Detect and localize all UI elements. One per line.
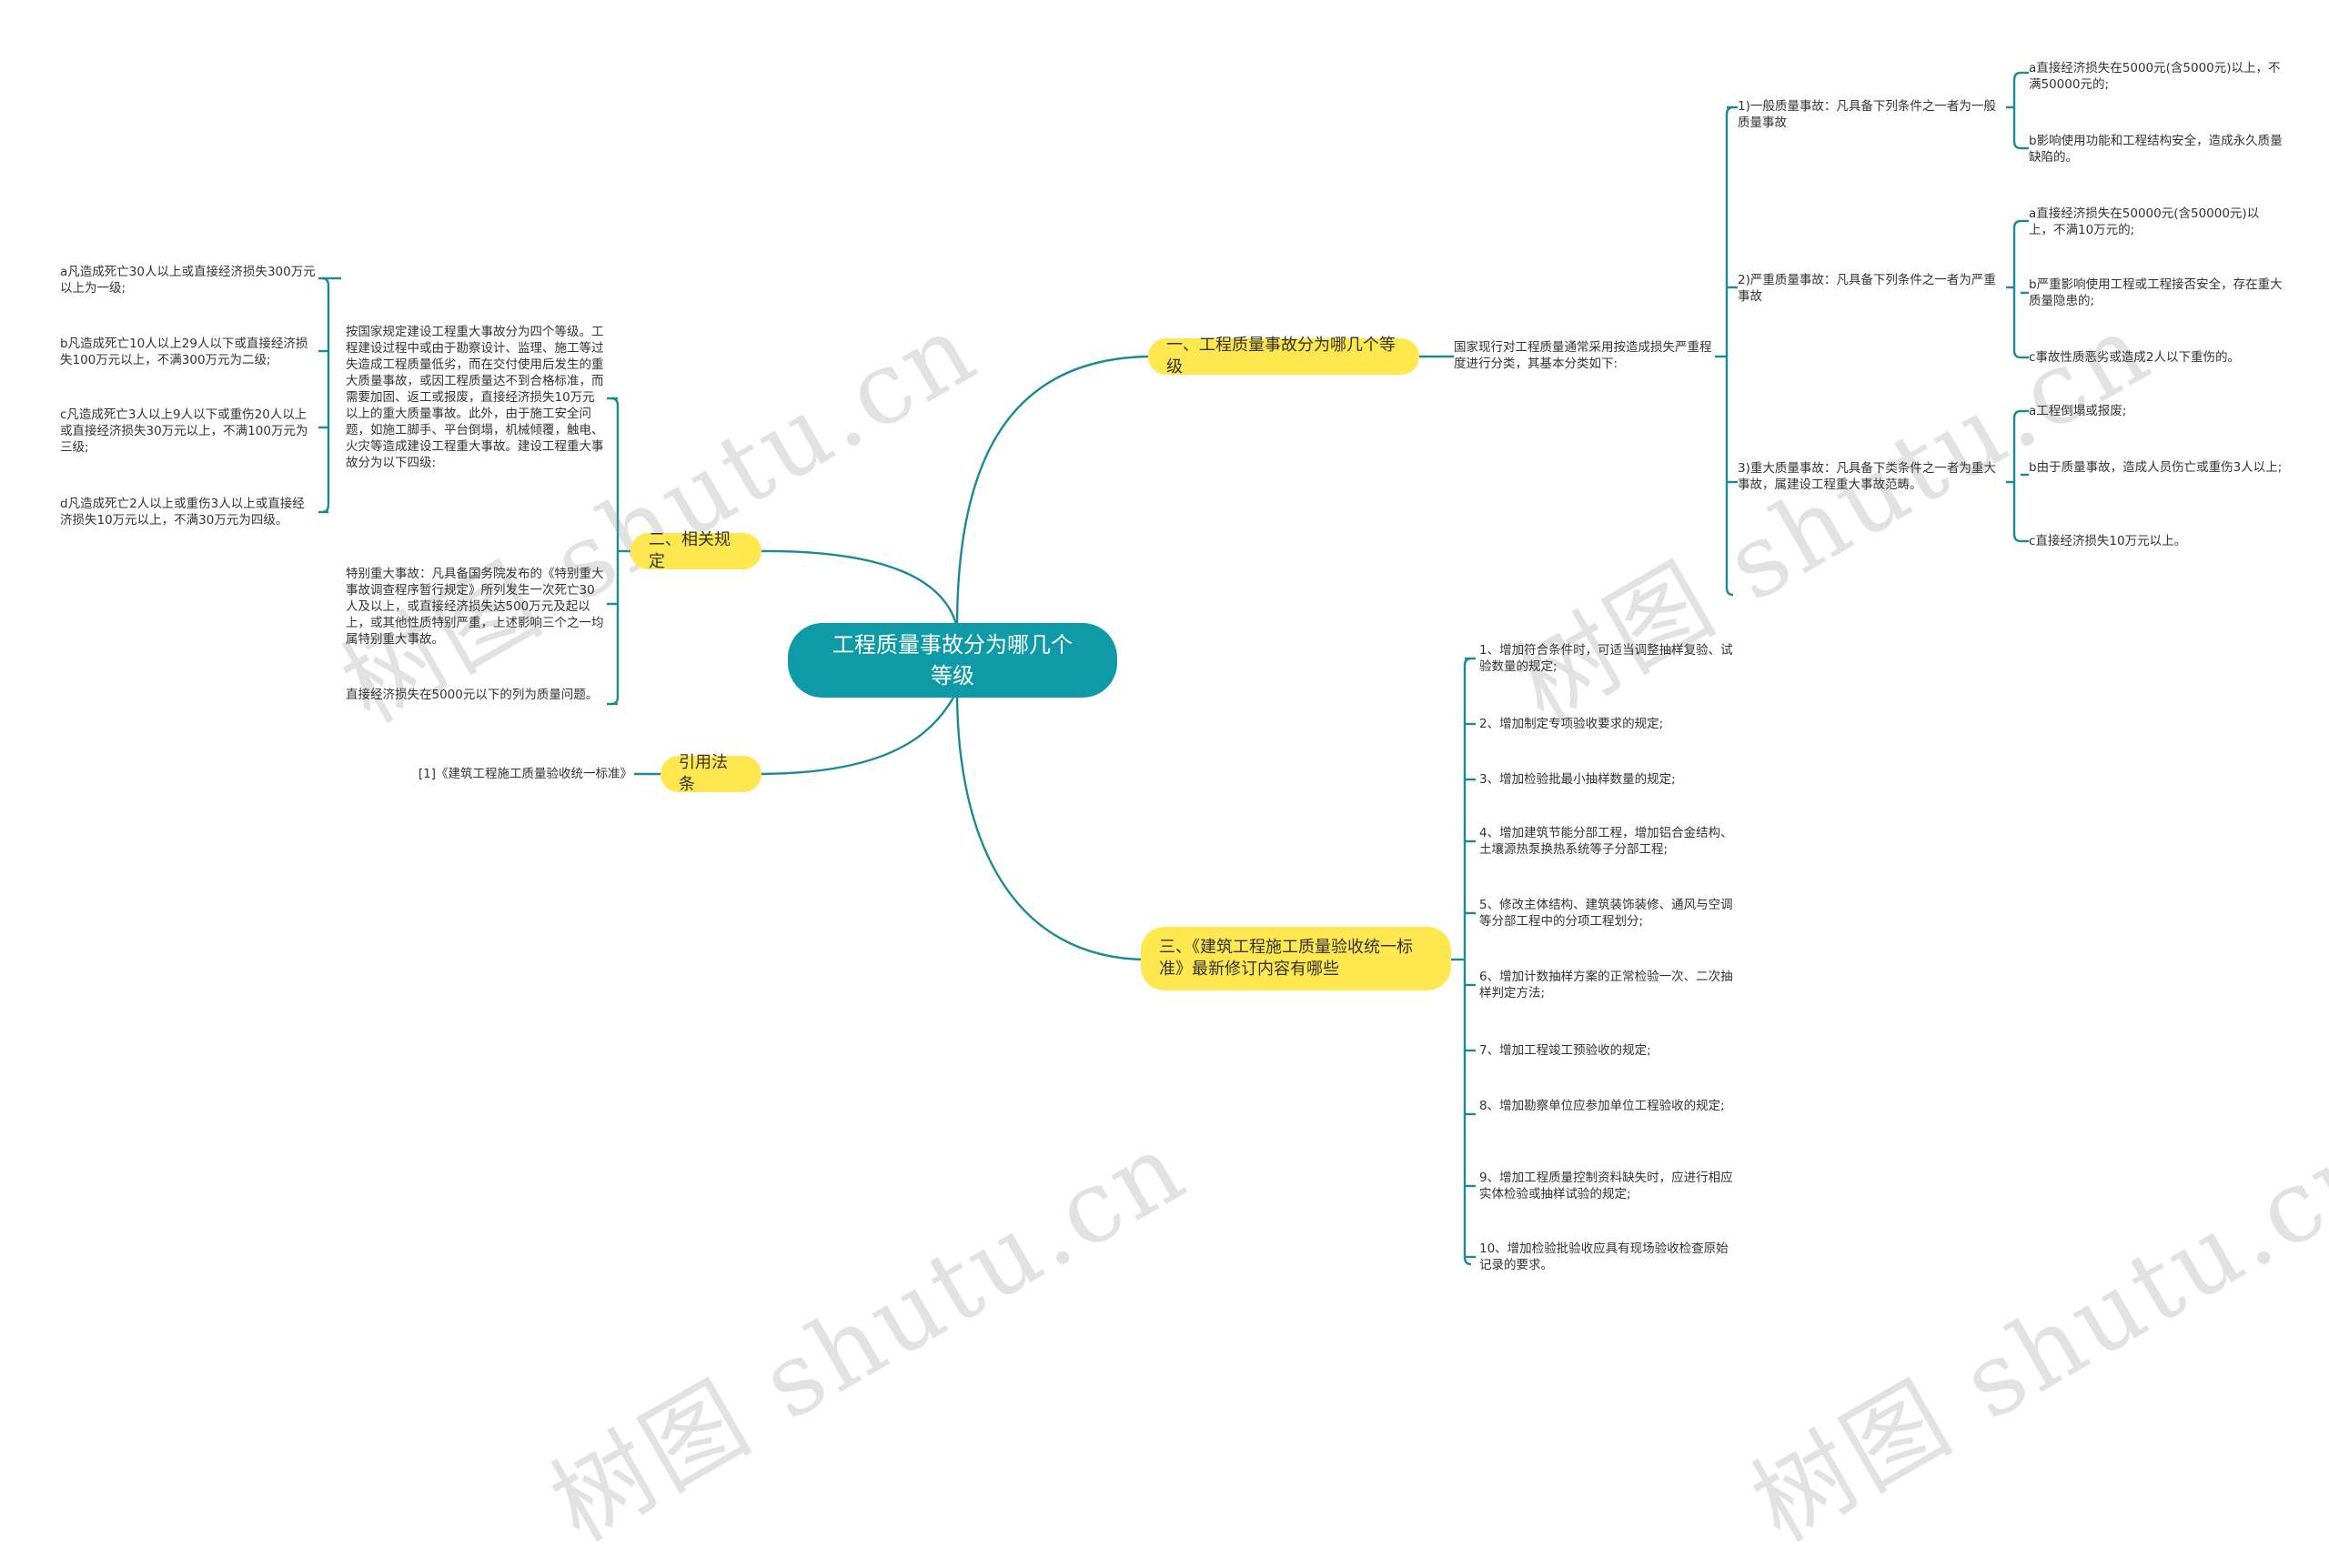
connector-lines bbox=[318, 71, 2029, 1266]
branch-label: 一、工程质量事故分为哪几个等级 bbox=[1166, 336, 1396, 377]
b2-para-3: 直接经济损失在5000元以下的列为质量问题。 bbox=[346, 688, 599, 702]
b2-para-1-item-c: c凡造成死亡3人以上9人以下或重伤20人以上或直接经济损失30万元以上，不满10… bbox=[60, 407, 308, 455]
mindmap-canvas: 树图 shutu.cn 树图 shutu.cn 树图 shutu.cn 树图 s… bbox=[60, 61, 2329, 1563]
b1-intro: 国家现行对工程质量通常采用按造成损失严重程度进行分类，其基本分类如下: bbox=[1454, 340, 1712, 371]
b4-item-6: 6、增加计数抽样方案的正常检验一次、二次抽样判定方法; bbox=[1479, 970, 1733, 1000]
b1-group-2-item-b: b严重影响使用工程或工程接否安全，存在重大质量隐患的; bbox=[2029, 277, 2283, 308]
connector-root-b2 bbox=[761, 549, 959, 628]
b1-group-2-item-c: c事故性质恶劣或造成2人以下重伤的。 bbox=[2029, 350, 2241, 365]
b4-item-9: 9、增加工程质量控制资料缺失时，应进行相应实体检验或抽样试验的规定; bbox=[1479, 1171, 1733, 1201]
branch-label: 二、相关规定 bbox=[649, 530, 731, 571]
b4-item-1: 1、增加符合条件时，可适当调整抽样复验、试验数量的规定; bbox=[1479, 643, 1733, 674]
b2-para-2: 特别重大事故：凡具备国务院发布的《特别重大事故调查程序暂行规定》所列发生一次死亡… bbox=[346, 567, 604, 647]
b1-group-1-item-b: b影响使用功能和工程结构安全，造成永久质量缺陷的。 bbox=[2029, 134, 2283, 165]
b1-group-3-item-b: b由于质量事故，造成人员伤亡或重伤3人以上; bbox=[2029, 460, 2283, 475]
b1-group-3-item-a: a工程倒塌或报废; bbox=[2029, 404, 2127, 418]
b2-para-1-item-d: d凡造成死亡2人以上或重伤3人以上或直接经济损失10万元以上，不满30万元为四级… bbox=[60, 497, 305, 528]
branch-node-2[interactable]: 二、相关规定 bbox=[630, 530, 761, 571]
b1-group-1-item-a: a直接经济损失在5000元(含5000元)以上，不满50000元的; bbox=[2029, 61, 2281, 92]
b1-group-2-item-a: a直接经济损失在50000元(含50000元)以上，不满10万元的; bbox=[2029, 206, 2260, 237]
branch-label: 引用法条 bbox=[679, 753, 728, 794]
b2-para-1-item-b: b凡造成死亡10人以上29人以下或直接经济损失100万元以上，不满300万元为二… bbox=[60, 337, 308, 367]
b4-item-3: 3、增加检验批最小抽样数量的规定; bbox=[1479, 772, 1676, 787]
b4-item-4: 4、增加建筑节能分部工程，增加铝合金结构、土壤源热泵换热系统等子分部工程; bbox=[1479, 826, 1733, 857]
branch-node-4[interactable]: 三、《建筑工程施工质量验收统一标准》最新修订内容有哪些 bbox=[1141, 927, 1451, 990]
root-title: 工程质量事故分为哪几个等级 bbox=[832, 632, 1073, 689]
b1-group-1: 1)一般质量事故：凡具备下列条件之一者为一般质量事故 bbox=[1738, 99, 1996, 130]
branch-label: 三、《建筑工程施工质量验收统一标准》最新修订内容有哪些 bbox=[1159, 938, 1413, 979]
b1-group-2: 2)严重质量事故：凡具备下列条件之一者为严重事故 bbox=[1738, 273, 1996, 304]
b1-group-3: 3)重大质量事故：凡具备下类条件之一者为重大事故，属建设工程重大事故范畴。 bbox=[1738, 461, 1996, 492]
b4-item-7: 7、增加工程竣工预验收的规定; bbox=[1479, 1043, 1651, 1058]
root-node[interactable]: 工程质量事故分为哪几个等级 bbox=[788, 623, 1117, 698]
branch-node-3[interactable]: 引用法条 bbox=[660, 753, 761, 794]
b2-para-1: 按国家规定建设工程重大事故分为四个等级。工程建设过程中或由于勘察设计、监理、施工… bbox=[346, 325, 604, 470]
b2-para-1-item-a: a凡造成死亡30人以上或直接经济损失300万元以上为一级; bbox=[60, 265, 316, 296]
b4-item-5: 5、修改主体结构、建筑装饰装修、通风与空调等分部工程中的分项工程划分; bbox=[1479, 898, 1733, 929]
connector-root-b3 bbox=[761, 690, 959, 776]
b4-item-8: 8、增加勘察单位应参加单位工程验收的规定; bbox=[1479, 1099, 1725, 1113]
b3-item: [1]《建筑工程施工质量验收统一标准》 bbox=[418, 767, 632, 781]
b4-item-10: 10、增加检验批验收应具有现场验收检查原始记录的要求。 bbox=[1479, 1241, 1729, 1272]
b1-group-3-item-c: c直接经济损失10万元以上。 bbox=[2029, 534, 2187, 548]
b4-item-2: 2、增加制定专项验收要求的规定; bbox=[1479, 717, 1664, 731]
connector-root-b4 bbox=[955, 690, 1149, 961]
connector-root-b1 bbox=[955, 355, 1149, 628]
branch-node-1[interactable]: 一、工程质量事故分为哪几个等级 bbox=[1148, 336, 1419, 377]
